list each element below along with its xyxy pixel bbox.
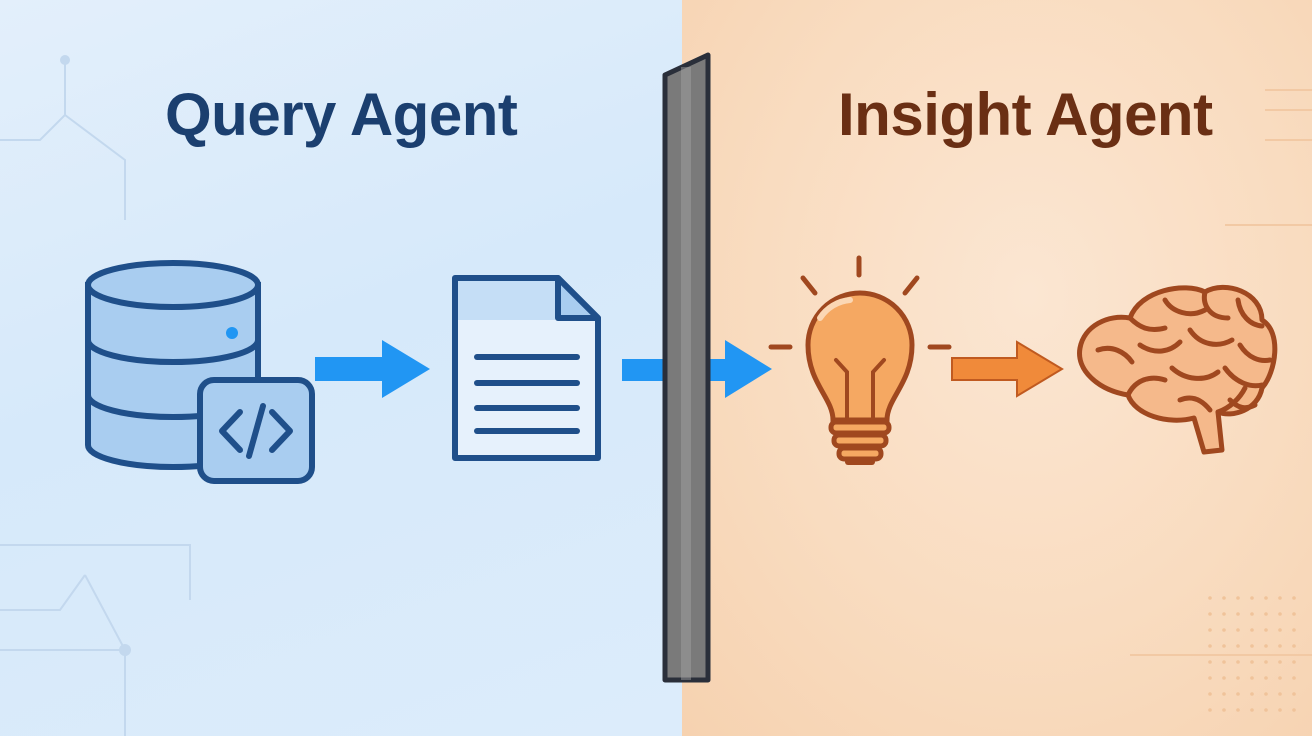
circuit-decoration-right [1130,89,1312,656]
decoration-dot [1236,692,1240,696]
decoration-dot [1236,596,1240,600]
decoration-dot [1208,628,1212,632]
insight-agent-title: Insight Agent [838,81,1213,148]
decoration-dot [1250,644,1254,648]
decoration-dot [1292,612,1296,616]
decoration-dot [1250,628,1254,632]
decoration-dot [1278,660,1282,664]
decoration-dot [1278,628,1282,632]
decoration-dot [1264,692,1268,696]
decoration-dot [1222,596,1226,600]
decoration-dot [1236,628,1240,632]
decoration-dot [1292,644,1296,648]
document-icon [452,275,601,461]
decoration-dot [1236,644,1240,648]
decoration-dot [1222,644,1226,648]
decoration-dot [1208,612,1212,616]
decoration-dot [1208,596,1212,600]
decoration-dot [1292,628,1296,632]
decoration-dot [1236,612,1240,616]
decoration-dot [1236,708,1240,712]
decoration-dot [1278,612,1282,616]
decoration-dot [1278,676,1282,680]
decoration-dot [1250,596,1254,600]
decoration-dot [1278,644,1282,648]
brain-icon [1077,284,1278,455]
decoration-dot [1208,676,1212,680]
decoration-dot [1264,660,1268,664]
decoration-dot [1222,628,1226,632]
decoration-dot [1264,644,1268,648]
lightbulb-icon [768,255,952,465]
decoration-dot [1222,708,1226,712]
database-icon [85,260,261,470]
decoration-dot [1264,612,1268,616]
decoration-dot [1292,596,1296,600]
decoration-dot [1264,676,1268,680]
query-agent-title: Query Agent [165,81,518,148]
dot-pattern-decoration [1208,596,1296,712]
circuit-decoration-left [0,55,191,736]
decoration-dot [1208,660,1212,664]
decoration-dot [1250,612,1254,616]
decoration-dot [1278,596,1282,600]
decoration-dot [1236,676,1240,680]
decoration-dot [1250,692,1254,696]
code-icon [197,377,315,484]
decoration-dot [1222,676,1226,680]
arrow-right-icon [315,340,430,398]
decoration-dot [1264,708,1268,712]
decoration-dot [1250,708,1254,712]
decoration-dot [1250,660,1254,664]
arrow-right-orange-icon [951,340,1064,398]
decoration-dot [1264,596,1268,600]
decoration-dot [1278,708,1282,712]
decoration-dot [1222,660,1226,664]
decoration-dot [1292,660,1296,664]
decoration-dot [1222,692,1226,696]
decoration-dot [1250,676,1254,680]
decoration-dot [1208,644,1212,648]
decoration-dot [1222,612,1226,616]
decoration-dot [1236,660,1240,664]
divider-wall [662,52,711,683]
decoration-dot [1292,692,1296,696]
decoration-dot [1292,708,1296,712]
decoration-dot [1278,692,1282,696]
decoration-dot [1264,628,1268,632]
decoration-dot [1208,692,1212,696]
decoration-dot [1292,676,1296,680]
decoration-dot [1208,708,1212,712]
